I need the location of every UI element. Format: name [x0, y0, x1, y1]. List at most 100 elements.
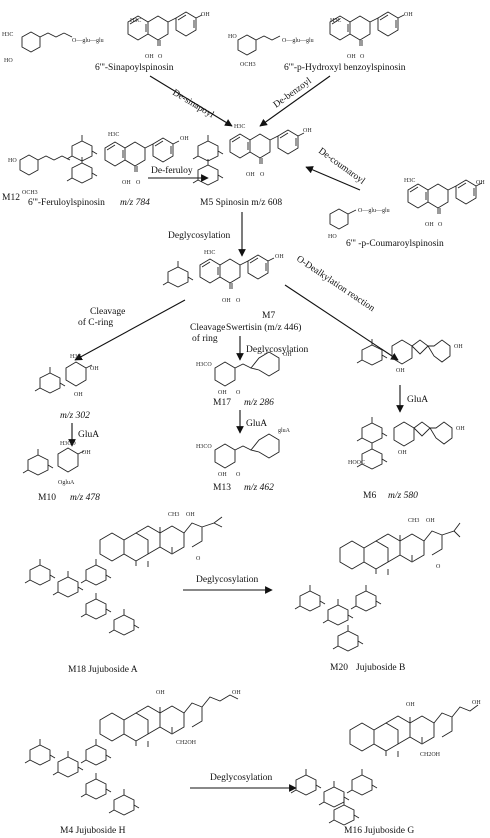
oh-label: OH [404, 12, 413, 18]
m20-jujuboside-b-structure: CH3 OH O M20 Jujuboside B [294, 518, 461, 673]
m16-jujuboside-g-structure: OH OH CH2OH M16 Jujuboside G [290, 700, 481, 836]
oh-label: OH [186, 512, 195, 518]
m16-label: M16 Jujuboside G [344, 826, 414, 836]
m12-mz-label: m/z 784 [120, 198, 150, 208]
deglycosylation-label-4: Deglycosylation [210, 773, 273, 783]
och3-label: OCH3 [22, 190, 38, 196]
h3c-label: H3C [130, 18, 141, 24]
m12-name-label: 6'''-Feruloylspinosin [28, 198, 105, 208]
oglua-label: OgluA [58, 480, 75, 486]
de-sinapoyl-label: De-sinapoyl [170, 88, 215, 121]
o-dealkylation-label: O-Dealkylation reaction [294, 254, 376, 314]
h3c-label: H3C [2, 32, 13, 38]
ho-label: HO [228, 34, 237, 40]
o-label: O [136, 180, 141, 186]
de-coumaroyl-arrow [305, 166, 361, 191]
swertisin-label: Swertisin (m/z 446) [226, 322, 301, 333]
de-benzoyl-arrow [259, 75, 331, 127]
o-label: O [236, 298, 241, 304]
oh-label: OH [303, 128, 312, 134]
coumaroylspinosin-label: 6''' -p-Coumaroylspinosin [346, 239, 444, 249]
h3co-label: H3CO [196, 362, 212, 368]
o-label: O [360, 54, 365, 60]
m12-id-label: M12 [2, 193, 20, 203]
m10-structure: H3CO OH OgluA M10 m/z 478 [22, 441, 100, 503]
m5-spinosin-structure: H3C OH O OH M5 Spinosin m/z 608 [192, 124, 312, 208]
o-label: O [436, 564, 441, 570]
h3c-label: H3C [330, 18, 341, 24]
o-label: O [260, 172, 265, 178]
oh-label: OH [396, 368, 405, 374]
m7-id-label: M7 [262, 311, 275, 321]
oh-label: OH [425, 222, 434, 228]
m20-name-label: Jujuboside B [356, 663, 405, 673]
hydroxybenzoylspinosin-label: 6'''-p-Hydroxyl benzoylspinosin [284, 63, 406, 73]
m13-structure: H3CO OH O gluA M13 m/z 462 [196, 428, 291, 493]
oh-label: OH [456, 426, 465, 432]
m17-id-label: M17 [213, 398, 231, 408]
h3c-label: H3C [108, 132, 119, 138]
ester-glu-label: O—glu—glu [358, 208, 390, 214]
o-label: O [196, 556, 201, 562]
oh-label: OH [454, 344, 463, 350]
ho-label: HO [328, 234, 337, 240]
ho-label: HO [8, 158, 17, 164]
m13-mz-label: m/z 462 [244, 483, 274, 493]
deglycosylation-label-2: Deglycosylation [246, 345, 309, 355]
m6-mz-label: m/z 580 [388, 491, 418, 501]
m13-id-label: M13 [213, 483, 231, 493]
oh-label: OH [426, 518, 435, 524]
oh-label: OH [232, 690, 241, 696]
o-label: O [236, 390, 241, 396]
mz302-structure: H3C OH OH m/z 302 [34, 354, 99, 421]
m4-jujuboside-h-structure: OH OH CH2OH M4 Jujuboside H [24, 690, 241, 836]
oh-label: OH [218, 472, 227, 478]
ch3-label: CH3 [408, 518, 419, 524]
h3c-label: H3C [70, 354, 81, 360]
cleavage-c-ring-label-1: Cleavage [90, 307, 125, 317]
oh-label: OH [406, 702, 415, 708]
deglycosylation-label-3: Deglycosylation [196, 575, 259, 585]
mz302-label: m/z 302 [60, 411, 90, 421]
de-sinapoyl-arrow [149, 75, 233, 127]
cleavage-c-ring-label-2: of C-ring [78, 317, 113, 328]
oh-label: OH [246, 172, 255, 178]
glua-label-1: GluA [78, 430, 99, 440]
oh-label: OH [180, 136, 189, 142]
oh-label: OH [283, 352, 292, 358]
oh-label: OH [74, 392, 83, 398]
oh-label: OH [122, 180, 131, 186]
m6-id-label: M6 [363, 491, 376, 501]
ester-glu-label: O—glu—glu [282, 38, 314, 44]
oh-label: OH [145, 54, 154, 60]
ester-glu-label: O—glu—glu [72, 38, 104, 44]
hydroxybenzoylspinosin-structure: HO OCH3 O—glu—glu H3C OH O OH 6'''-p-Hyd… [228, 11, 413, 73]
ch2oh-label: CH2OH [420, 752, 441, 758]
cleavage-ring-label-1: Cleavage [190, 323, 225, 333]
glua-label: gluA [278, 428, 291, 434]
h3c-label: H3C [234, 124, 245, 130]
oh-label: OH [275, 254, 284, 260]
sinapoylspinosin-label: 6'''-Sinapoylspinosin [95, 63, 174, 73]
o-label: O [236, 472, 241, 478]
o-dealkylation-product-structure: OH OH [356, 338, 463, 374]
glua-label-2: GluA [246, 419, 267, 429]
de-benzoyl-label: De-benzoyl [272, 76, 314, 110]
h3co-label: H3CO [196, 444, 212, 450]
m17-structure: H3CO OH O OH M17 m/z 286 [196, 351, 292, 408]
m5-spinosin-label: M5 Spinosin m/z 608 [200, 198, 282, 208]
o-dealkylation-arrow [284, 284, 399, 361]
m12-feruloylspinosin-structure: HO OCH3 H3C OH O OH M12 6'''-Feruloylspi… [2, 132, 189, 208]
ch2oh-label: CH2OH [176, 740, 197, 746]
oh-label: OH [476, 180, 485, 186]
m18-label: M18 Jujuboside A [68, 665, 138, 675]
o-label: O [158, 54, 163, 60]
coumaroylspinosin-structure: HO O—glu—glu H3C OH O OH 6''' -p-Coumaro… [328, 178, 485, 249]
oh-label: OH [398, 450, 407, 456]
m10-id-label: M10 [38, 493, 56, 503]
och3-label: OCH3 [240, 62, 256, 68]
oh-label: OH [472, 700, 481, 706]
h3c-label: H3C [204, 250, 215, 256]
oh-label: OH [156, 690, 165, 696]
